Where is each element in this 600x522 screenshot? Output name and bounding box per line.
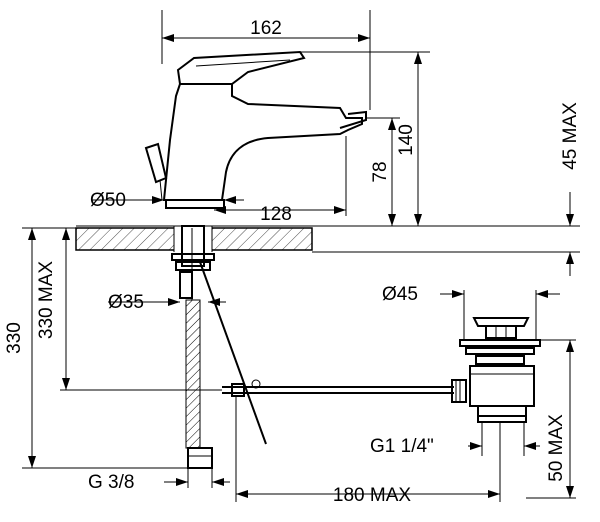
dim-width-162: 162: [161, 10, 371, 110]
braided-hoses: [185, 261, 267, 469]
dim-50max-label: 50 MAX: [546, 414, 567, 482]
dim-d35-label: Ø35: [108, 292, 144, 313]
waste-assembly: [459, 317, 541, 440]
dim-body-diameter-50: Ø50: [90, 190, 244, 211]
dim-waste-thread: G1 1/4": [370, 436, 540, 457]
dim-g38-label: G 3/8: [88, 472, 134, 493]
dim-pull-rod-180: 180 MAX: [235, 396, 501, 506]
dim-128-label: 128: [260, 204, 292, 225]
dim-180max-label: 180 MAX: [333, 485, 411, 506]
dim-waste-diameter-45: Ø45: [382, 284, 560, 340]
dim-g114-label: G1 1/4": [370, 436, 434, 457]
faucet-body: [144, 50, 367, 209]
dim-hole-diameter-35: Ø35: [108, 292, 226, 313]
dim-162-label: 162: [250, 18, 282, 39]
dim-45max-label: 45 MAX: [560, 102, 581, 170]
countertop-section: [75, 226, 313, 252]
popup-linkage: [222, 379, 467, 403]
dim-d45-label: Ø45: [382, 284, 418, 305]
dim-140-label: 140: [396, 124, 417, 156]
dim-height-140: 140: [300, 51, 430, 226]
dim-hose-330: 330 330 MAX: [4, 227, 222, 469]
dim-50-max: 50 MAX: [526, 339, 576, 499]
dim-spout-78: 78: [366, 117, 400, 226]
dim-330-label: 330: [4, 322, 25, 354]
countertop-reference-lines: [75, 225, 580, 253]
dim-hose-thread: G 3/8: [88, 468, 230, 493]
dim-reach-128: 128: [214, 136, 347, 225]
dim-78-label: 78: [370, 161, 391, 182]
dim-330max-label: 330 MAX: [36, 261, 57, 339]
dim-45-max: 45 MAX: [560, 102, 581, 276]
dim-d50-label: Ø50: [90, 190, 126, 211]
mounting-hardware: [171, 225, 215, 300]
